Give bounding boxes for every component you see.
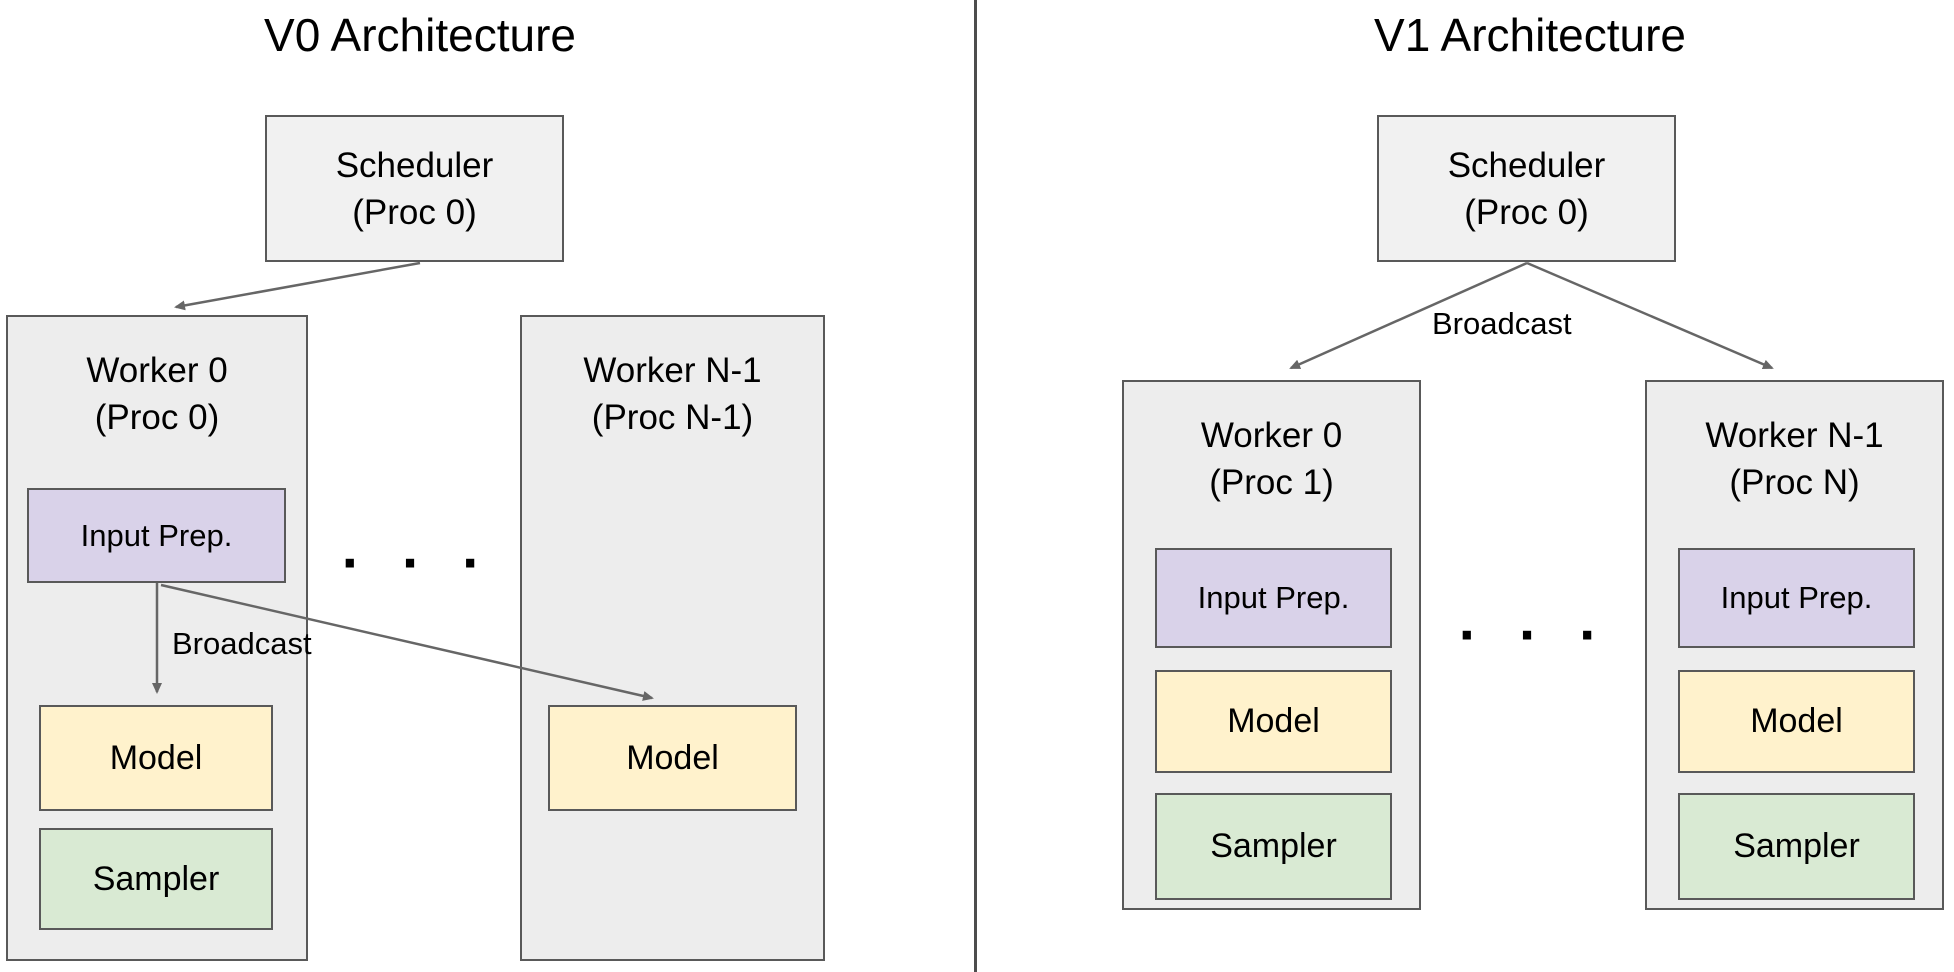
v0-scheduler-label: Scheduler: [335, 145, 494, 185]
v0-scheduler-box: Scheduler (Proc 0): [265, 115, 564, 262]
v0-panel-title: V0 Architecture: [264, 9, 576, 61]
v1-workerN-input-prep-block: Input Prep.: [1678, 548, 1915, 648]
v0-scheduler-proc: (Proc 0): [352, 192, 477, 232]
v1-workerN-sampler-block: Sampler: [1678, 793, 1915, 900]
v1-workerN-label: Worker N-1: [1705, 416, 1884, 455]
v0-worker0-label: Worker 0: [86, 351, 228, 390]
v1-scheduler-label: Scheduler: [1447, 145, 1606, 185]
v1-worker0-heading: Worker 0 (Proc 1): [1124, 412, 1419, 506]
v1-workerN-proc: (Proc N): [1729, 463, 1860, 502]
v1-worker0-label: Worker 0: [1200, 416, 1343, 455]
v1-worker0-model-block: Model: [1155, 670, 1392, 773]
v0-sampler-block: Sampler: [39, 828, 273, 930]
v1-workerN-heading: Worker N-1 (Proc N): [1647, 412, 1942, 506]
v1-worker0-proc: (Proc 1): [1209, 463, 1334, 502]
v1-workerN-box: Worker N-1 (Proc N) Input Prep. Model Sa…: [1645, 380, 1944, 910]
v0-workerN-heading: Worker N-1 (Proc N-1): [522, 347, 823, 441]
v0-ellipsis-dots: . . .: [341, 515, 493, 581]
v0-arrow-scheduler-to-worker0: [174, 261, 421, 311]
v1-workerN-model-block: Model: [1678, 670, 1915, 773]
v1-ellipsis-dots: . . .: [1458, 587, 1610, 653]
v0-model-block: Model: [39, 705, 273, 811]
v0-worker0-heading: Worker 0 (Proc 0): [8, 347, 306, 441]
v0-workerN-label: Worker N-1: [583, 351, 762, 390]
v0-input-prep-block: Input Prep.: [27, 488, 286, 583]
v1-scheduler-box: Scheduler (Proc 0): [1377, 115, 1676, 262]
v0-broadcast-label: Broadcast: [172, 626, 312, 661]
v0-modelN-block: Model: [548, 705, 797, 811]
v1-worker0-sampler-block: Sampler: [1155, 793, 1392, 900]
v0-workerN-box: Worker N-1 (Proc N-1) Model: [520, 315, 825, 961]
panel-divider-line: [974, 0, 977, 972]
v1-worker0-box: Worker 0 (Proc 1) Input Prep. Model Samp…: [1122, 380, 1421, 910]
v1-worker0-input-prep-block: Input Prep.: [1155, 548, 1392, 648]
v0-worker0-proc: (Proc 0): [94, 398, 220, 437]
v0-workerN-proc: (Proc N-1): [591, 398, 754, 437]
v1-panel-title: V1 Architecture: [1374, 9, 1686, 61]
v1-broadcast-label: Broadcast: [1432, 306, 1572, 341]
v1-scheduler-proc: (Proc 0): [1464, 192, 1589, 232]
